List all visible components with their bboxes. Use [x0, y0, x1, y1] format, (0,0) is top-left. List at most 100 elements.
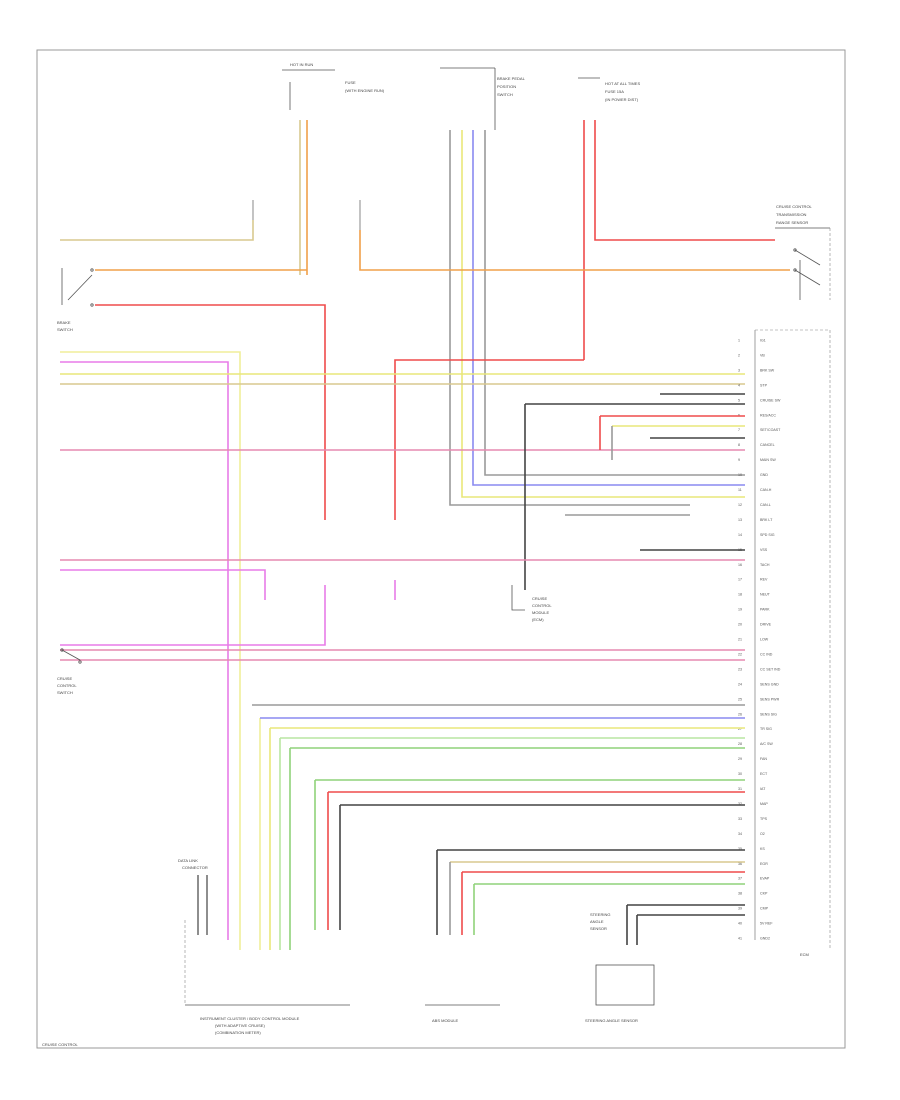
pin-number: 23: [738, 667, 742, 671]
label-bottom-right: STEERING ANGLE SENSOR: [585, 1018, 638, 1023]
pin-number: 31: [738, 787, 742, 791]
diagram-frame: [36, 49, 846, 1049]
pin-label: SET/COAST: [760, 428, 781, 432]
label-mid-module-d: (ECM): [532, 617, 544, 622]
pin-label: PARK: [760, 608, 770, 612]
label-left-low-switch-a: CRUISE: [57, 676, 72, 681]
label-left-low-switch-b: CONTROL: [57, 683, 77, 688]
pin-number: 24: [738, 682, 742, 686]
pin-number: 14: [738, 533, 742, 537]
pin-label: NEUT: [760, 593, 771, 597]
label-top-right-b: FUSE 15A: [605, 89, 624, 94]
label-top-fuse-c: (WITH ENGINE RUN): [345, 88, 385, 93]
pin-label: ECT: [760, 772, 768, 776]
label-bottom-module-b: (WITH ADAPTIVE CRUISE): [215, 1023, 265, 1028]
top-right-fuse-label: HOT AT ALL TIMES FUSE 15A (IN POWER DIST…: [605, 81, 640, 102]
label-right-box-c: RANGE SENSOR: [776, 220, 808, 225]
right-sensor-label: CRUISE CONTROL TRANSMISSION RANGE SENSOR: [776, 204, 813, 225]
pin-label: CAN-H: [760, 488, 772, 492]
pin-number: 34: [738, 832, 742, 836]
instrument-cluster-box: INSTRUMENT CLUSTER / BODY CONTROL MODULE…: [184, 920, 350, 1035]
pin-label: GND: [760, 473, 768, 477]
label-top-right-c: (IN POWER DIST): [605, 97, 639, 102]
module-connector-icon: [511, 585, 525, 611]
label-part-ref: ECM: [800, 952, 809, 957]
pin-label: VSS: [760, 548, 768, 552]
pin-label: TPS: [760, 817, 768, 821]
label-left-low-switch-c: SWITCH: [57, 690, 73, 695]
pin-label: CC SET IND: [760, 667, 781, 671]
pin-number: 25: [738, 697, 742, 701]
pin-number: 33: [738, 817, 742, 821]
pin-label: EGR: [760, 862, 768, 866]
label-bottom-connector-a: DATA LINK: [178, 858, 198, 863]
pin-label: BRK LT: [760, 518, 773, 522]
label-page-ref: CRUISE CONTROL: [42, 1042, 79, 1047]
label-left-switch-a: BRAKE: [57, 320, 71, 325]
label-bottom-connector-b: CONNECTOR: [182, 865, 208, 870]
pin-number: 16: [738, 563, 742, 567]
pin-number: 7: [738, 428, 740, 432]
pin-number: 10: [738, 473, 742, 477]
brake-switch-icon: [61, 268, 94, 307]
pin-number: 3: [738, 368, 740, 372]
pin-label: CANCEL: [760, 443, 775, 447]
pin-label: GND2: [760, 937, 770, 941]
pin-label: STP: [760, 383, 768, 387]
pin-number: 26: [738, 712, 742, 716]
pin-label: REV: [760, 578, 768, 582]
label-top-right-a: HOT AT ALL TIMES: [605, 81, 640, 86]
abs-module-box: ABS MODULE: [425, 1004, 500, 1023]
pin-label: CC IND: [760, 652, 773, 656]
pin-label: IAT: [760, 787, 766, 791]
pin-label: RES/ACC: [760, 413, 776, 417]
pin-number: 22: [738, 652, 742, 656]
pin-label: DRIVE: [760, 623, 772, 627]
pin-label: LOW: [760, 638, 769, 642]
pin-number: 38: [738, 892, 742, 896]
pin-label: MAIN SW: [760, 458, 776, 462]
range-sensor-switch-icon: [793, 248, 821, 300]
pin-label: EVAP: [760, 877, 770, 881]
pin-number: 36: [738, 862, 742, 866]
pin-label: IG1: [760, 339, 766, 343]
pin-number: 8: [738, 443, 740, 447]
pin-label: KS: [760, 847, 765, 851]
label-top-module-b: POSITION: [497, 84, 516, 89]
pin-number: 9: [738, 458, 740, 462]
label-mid-module-b: CONTROL: [532, 603, 552, 608]
pin-label: BRK SW: [760, 368, 775, 372]
cruise-switch-icon: [60, 648, 82, 664]
pin-number: 32: [738, 802, 742, 806]
label-top-fuse-a: HOT IN RUN: [290, 62, 313, 67]
pin-label: O2: [760, 832, 765, 836]
pin-number: 19: [738, 608, 742, 612]
pin-label: FAN: [760, 757, 767, 761]
pin-number: 11: [738, 488, 742, 492]
top-fuse-label: HOT IN RUN FUSE (WITH ENGINE RUN): [290, 62, 385, 93]
data-link-connector: DATA LINK CONNECTOR: [178, 858, 208, 935]
pin-label: 5V REF: [760, 922, 773, 926]
pin-number: 27: [738, 727, 742, 731]
pin-number: 13: [738, 518, 742, 522]
ecm-connector: [754, 329, 831, 950]
pin-number: 35: [738, 847, 742, 851]
label-left-switch-b: SWITCH: [57, 327, 73, 332]
label-bottom-mid: ABS MODULE: [432, 1018, 459, 1023]
label-right-box-a: CRUISE CONTROL: [776, 204, 813, 209]
label-top-module-c: SWITCH: [497, 92, 513, 97]
label-top-module-a: BRAKE PEDAL: [497, 76, 526, 81]
pin-label: SENS SIG: [760, 712, 777, 716]
label-bottom-module-c: (COMBINATION METER): [215, 1030, 261, 1035]
pin-number: 2: [738, 353, 740, 357]
pin-number: 1: [738, 339, 740, 343]
pin-number: 39: [738, 907, 742, 911]
pin-label: MAP: [760, 802, 768, 806]
pin-number: 5: [738, 398, 740, 402]
pin-label: TR SIG: [760, 727, 772, 731]
label-mid-module-c: MODULE: [532, 610, 549, 615]
pin-label: TACH: [760, 563, 770, 567]
pin-number: 30: [738, 772, 742, 776]
